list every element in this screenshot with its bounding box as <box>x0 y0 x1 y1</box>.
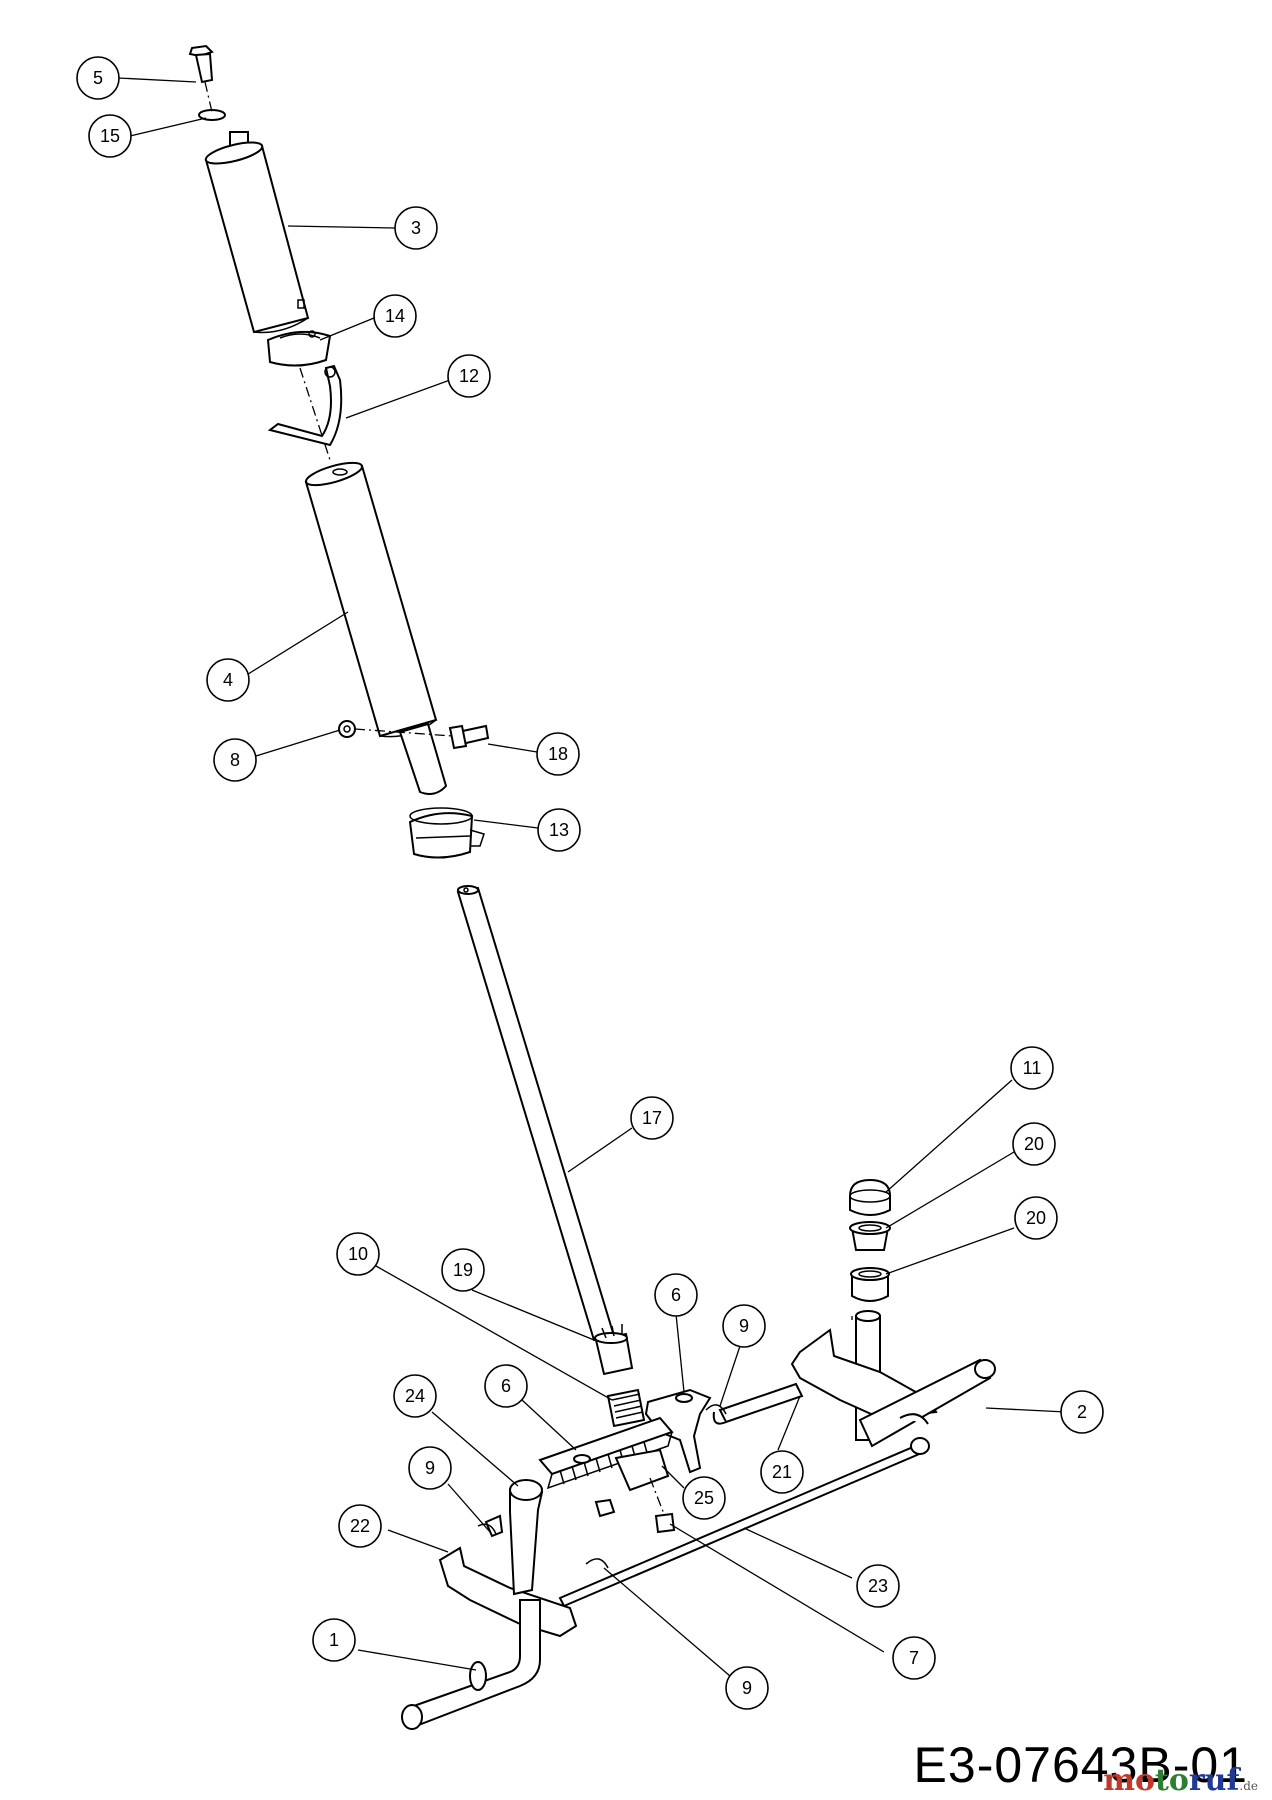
part-5-bolt <box>188 44 214 84</box>
part-1-left-axle <box>401 1599 541 1730</box>
callout-4: 4 <box>206 658 250 702</box>
watermark-logo: motoruf.de <box>1103 1763 1258 1798</box>
part-24-sector-gear <box>538 1416 674 1492</box>
svg-text:7: 7 <box>909 1648 919 1668</box>
svg-text:14: 14 <box>385 306 405 326</box>
callout-6-lower: 6 <box>484 1364 528 1408</box>
svg-text:18: 18 <box>548 744 568 764</box>
part-3-upper-column <box>204 131 310 334</box>
callout-11: 11 <box>1010 1046 1054 1090</box>
svg-text:21: 21 <box>772 1462 792 1482</box>
part-25-nut <box>594 1498 616 1518</box>
svg-text:8: 8 <box>230 750 240 770</box>
callout-25: 25 <box>682 1476 726 1520</box>
svg-text:15: 15 <box>100 126 120 146</box>
svg-text:3: 3 <box>411 218 421 238</box>
svg-text:10: 10 <box>348 1244 368 1264</box>
part-20-bushing-upper <box>849 1221 891 1251</box>
callout-9-left: 9 <box>408 1446 452 1490</box>
callout-17: 17 <box>630 1096 674 1140</box>
part-18-bolt <box>448 724 490 750</box>
svg-text:11: 11 <box>1023 1058 1042 1078</box>
part-2-right-spindle <box>790 1310 996 1448</box>
callout-23: 23 <box>856 1564 900 1608</box>
part-22-left-bracket <box>438 1479 578 1638</box>
part-19-sleeve <box>594 1324 634 1376</box>
svg-text:23: 23 <box>868 1576 888 1596</box>
part-7-nut <box>654 1512 676 1534</box>
callout-7: 7 <box>892 1636 936 1680</box>
svg-text:20: 20 <box>1024 1134 1044 1154</box>
drawing-code: E3-07643B-01 <box>913 1737 1248 1793</box>
svg-text:12: 12 <box>459 366 479 386</box>
callout-leaders <box>117 77 1067 1677</box>
svg-text:24: 24 <box>405 1386 425 1406</box>
callout-19: 19 <box>441 1248 485 1292</box>
callout-9-upper: 9 <box>722 1304 766 1348</box>
part-4-column-tube <box>304 461 448 795</box>
callout-18: 18 <box>536 732 580 776</box>
part-21-link-rod <box>712 1382 804 1425</box>
svg-text:2: 2 <box>1077 1402 1087 1422</box>
svg-text:5: 5 <box>93 68 103 88</box>
svg-text:22: 22 <box>350 1516 370 1536</box>
callout-20-upper: 20 <box>1012 1122 1056 1166</box>
svg-text:4: 4 <box>223 670 233 690</box>
svg-text:13: 13 <box>549 820 569 840</box>
svg-text:9: 9 <box>739 1316 749 1336</box>
callout-5: 5 <box>76 56 120 100</box>
part-14-clip <box>266 330 332 367</box>
part-20-bushing-lower <box>850 1267 890 1302</box>
svg-text:9: 9 <box>425 1458 435 1478</box>
svg-text:25: 25 <box>694 1488 714 1508</box>
svg-text:6: 6 <box>671 1285 681 1305</box>
svg-text:9: 9 <box>742 1678 752 1698</box>
part-9-clip-top <box>705 1404 727 1415</box>
part-9-clip-bottom <box>585 1558 609 1569</box>
part-12-bracket <box>267 364 343 447</box>
callout-24: 24 <box>393 1374 437 1418</box>
callout-3: 3 <box>394 206 438 250</box>
callout-6-upper: 6 <box>654 1273 698 1317</box>
part-13-bushing <box>408 807 485 859</box>
part-9-clip-left <box>477 1523 497 1535</box>
svg-text:17: 17 <box>642 1108 662 1128</box>
callout-2: 2 <box>1060 1390 1104 1434</box>
callout-1: 1 <box>312 1618 356 1662</box>
part-11-cap <box>849 1178 891 1216</box>
callout-12: 12 <box>447 354 491 398</box>
part-8-nut <box>338 720 356 738</box>
callout-21: 21 <box>760 1450 804 1494</box>
callout-20-lower: 20 <box>1014 1196 1058 1240</box>
callout-9-bottom: 9 <box>725 1666 769 1710</box>
callout-13: 13 <box>537 808 581 852</box>
callout-10: 10 <box>336 1232 380 1276</box>
part-10-pinion-gear <box>606 1388 646 1428</box>
svg-text:20: 20 <box>1026 1208 1046 1228</box>
callout-22: 22 <box>338 1504 382 1548</box>
svg-text:19: 19 <box>453 1260 473 1280</box>
callout-8: 8 <box>213 738 257 782</box>
part-23-tie-rod <box>558 1437 930 1608</box>
svg-text:1: 1 <box>329 1630 339 1650</box>
callout-14: 14 <box>373 294 417 338</box>
callout-15: 15 <box>88 114 132 158</box>
svg-text:6: 6 <box>501 1376 511 1396</box>
